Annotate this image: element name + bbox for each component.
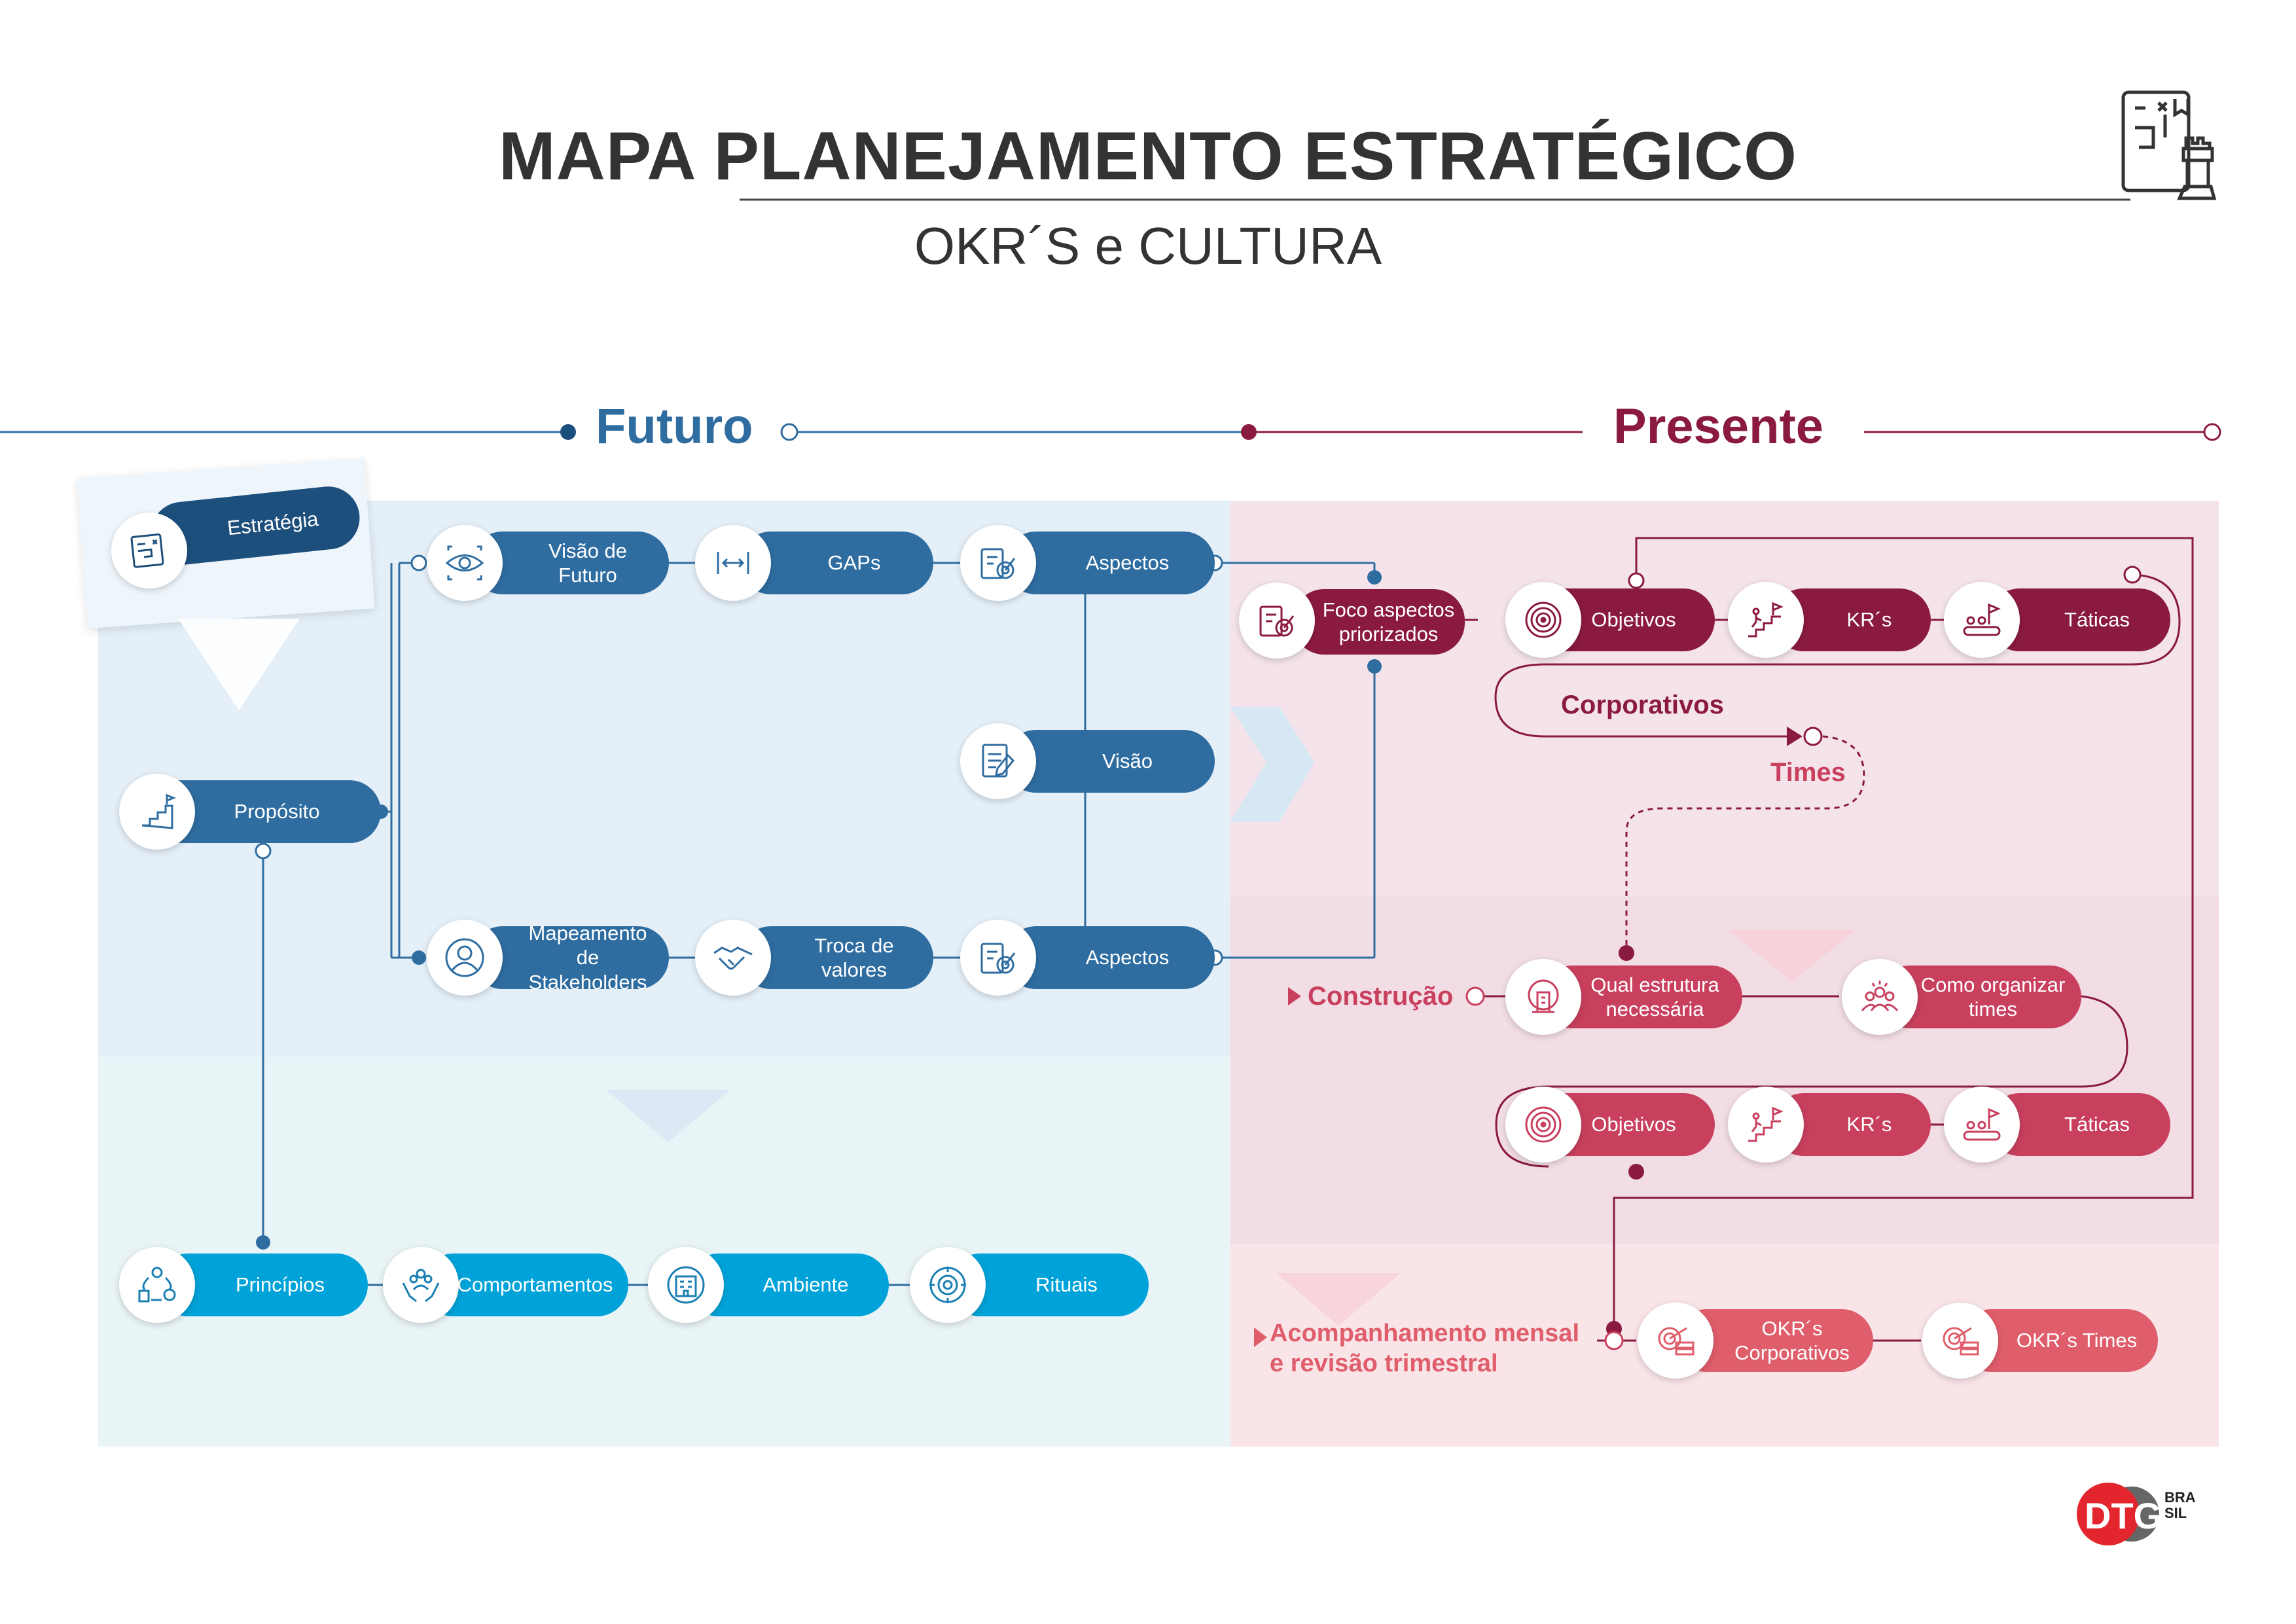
corporativos-label: Corporativos bbox=[1561, 691, 1724, 719]
svg-text:BRA: BRA bbox=[2164, 1489, 2196, 1506]
visao-de-futuro-label: Visão de Futuro bbox=[548, 539, 628, 586]
okrs-corporativos-pill[interactable]: OKR´s Corporativos bbox=[1676, 1309, 1873, 1372]
visao-pill[interactable]: Visão bbox=[1005, 730, 1215, 793]
gear-cycle-icon bbox=[910, 1247, 986, 1323]
comportamentos-label: Comportamentos bbox=[457, 1273, 613, 1297]
person-icon bbox=[427, 920, 503, 996]
handshake-icon bbox=[695, 920, 771, 996]
target-clipboard-icon bbox=[960, 920, 1036, 996]
strategy-chess-icon bbox=[2119, 88, 2217, 203]
ambiente-label: Ambiente bbox=[762, 1273, 849, 1297]
aspectos-top-pill[interactable]: Aspectos bbox=[1005, 532, 1215, 594]
aspectos-bottom-label: Aspectos bbox=[1085, 946, 1170, 969]
gap-arrows-icon bbox=[695, 525, 771, 601]
target-clipboard-icon bbox=[960, 525, 1036, 601]
target-clipboard-icon bbox=[1239, 583, 1315, 659]
foco-pill[interactable]: Foco aspectos priorizados bbox=[1293, 589, 1465, 655]
qual-estrutura-label: Qual estrutura necessária bbox=[1590, 973, 1719, 1020]
comportamentos-pill[interactable]: Comportamentos bbox=[422, 1254, 628, 1316]
acompanhamento-label: Acompanhamento mensal e revisão trimestr… bbox=[1270, 1320, 1579, 1377]
troca-de-valores-label: Troca de valores bbox=[814, 933, 894, 981]
krs-2-label: KR´s bbox=[1846, 1113, 1892, 1136]
logo-mark: DTG bbox=[2085, 1495, 2162, 1536]
tactics-flag-icon bbox=[1944, 1087, 2020, 1163]
gaps-label: GAPs bbox=[827, 551, 881, 575]
gaps-pill[interactable]: GAPs bbox=[740, 532, 933, 594]
troca-de-valores-pill[interactable]: Troca de valores bbox=[740, 926, 933, 989]
okrs-times-label: OKR´s Times bbox=[2016, 1329, 2138, 1352]
objetivos-1-label: Objetivos bbox=[1591, 608, 1676, 632]
bullseye-icon bbox=[1505, 1087, 1581, 1163]
visao-label: Visão bbox=[1102, 749, 1153, 773]
people-hands-icon bbox=[383, 1247, 459, 1323]
presente-panel-mid bbox=[1230, 897, 2219, 1244]
principios-label: Princípios bbox=[235, 1273, 325, 1297]
taticas-1-label: Táticas bbox=[2064, 608, 2130, 632]
krs-2-pill[interactable]: KR´s bbox=[1772, 1093, 1931, 1156]
times-label: Times bbox=[1770, 758, 1846, 787]
aspectos-top-label: Aspectos bbox=[1085, 551, 1170, 575]
team-group-icon bbox=[1842, 959, 1918, 1035]
gear-building-icon bbox=[1505, 959, 1581, 1035]
aspectos-bottom-pill[interactable]: Aspectos bbox=[1005, 926, 1215, 989]
construcao-label: Construção bbox=[1308, 982, 1454, 1011]
target-server-icon bbox=[1922, 1303, 1998, 1379]
presente-heading: Presente bbox=[1613, 399, 1824, 454]
bullseye-icon bbox=[1505, 582, 1581, 658]
dtg-logo: DTG BRA SIL bbox=[2072, 1476, 2202, 1548]
tactics-flag-icon bbox=[1944, 582, 2020, 658]
estrategia-icon bbox=[107, 509, 191, 592]
rituais-label: Rituais bbox=[1035, 1273, 1098, 1297]
building-icon bbox=[648, 1247, 724, 1323]
krs-1-label: KR´s bbox=[1846, 608, 1892, 632]
page-subtitle: OKR´S e CULTURA bbox=[914, 217, 1382, 275]
target-server-icon bbox=[1638, 1303, 1713, 1379]
mapeamento-pill[interactable]: Mapeamento de Stakeholders bbox=[471, 922, 669, 994]
estrategia-label: Estratégia bbox=[226, 507, 320, 540]
cycle-gear-icon bbox=[119, 1247, 195, 1323]
foco-label: Foco aspectos priorizados bbox=[1322, 598, 1455, 645]
document-pen-icon bbox=[960, 723, 1036, 799]
page-title: MAPA PLANEJAMENTO ESTRATÉGICO bbox=[499, 118, 1797, 194]
growth-stairs-icon bbox=[119, 774, 195, 850]
okrs-corporativos-label: OKR´s Corporativos bbox=[1734, 1316, 1850, 1364]
como-organizar-label: Como organizar times bbox=[1920, 973, 2066, 1020]
climb-flag-icon bbox=[1728, 582, 1804, 658]
futuro-heading: Futuro bbox=[596, 399, 753, 454]
visao-de-futuro-pill[interactable]: Visão de Futuro bbox=[471, 532, 669, 594]
svg-text:SIL: SIL bbox=[2164, 1505, 2187, 1521]
presente-panel-top bbox=[1230, 501, 2219, 897]
taticas-2-label: Táticas bbox=[2064, 1113, 2130, 1136]
proposito-label: Propósito bbox=[234, 800, 320, 823]
eye-icon bbox=[427, 525, 503, 601]
climb-flag-icon bbox=[1728, 1087, 1804, 1163]
mapeamento-label: Mapeamento de Stakeholders bbox=[528, 922, 647, 994]
objetivos-2-label: Objetivos bbox=[1591, 1113, 1676, 1136]
